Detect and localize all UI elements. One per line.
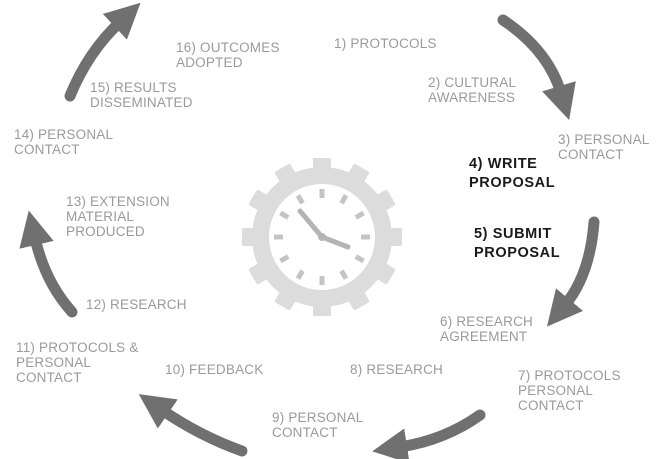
clock-tick (319, 189, 325, 198)
clock-tick (339, 269, 349, 280)
clock-gear-icon (242, 158, 402, 316)
step-label-line: CONTACT (518, 398, 584, 413)
arrow-bottom-right (372, 409, 486, 459)
step-label-line: DISSEMINATED (90, 95, 193, 110)
clock-tick (274, 234, 283, 240)
step-label-line: AGREEMENT (440, 329, 528, 344)
step-label-line: 16) OUTCOMES (176, 40, 280, 55)
step-label-line: 13) EXTENSION (66, 194, 170, 209)
step-label-line: 11) PROTOCOLS & (16, 340, 139, 355)
step-10-feedback: 10) FEEDBACK (165, 362, 263, 377)
step-label-line: 9) PERSONAL (272, 410, 364, 425)
arrow-bottom-left (138, 394, 248, 457)
step-label-line: PROPOSAL (469, 175, 556, 191)
clock-tick (354, 210, 365, 220)
step-label-line: 3) PERSONAL (558, 132, 650, 147)
arrow-right (546, 216, 600, 327)
step-label-line: 14) PERSONAL (14, 127, 114, 142)
clock-tick (339, 194, 349, 205)
step-label-line: 12) RESEARCH (86, 297, 187, 312)
step-label-line: ADOPTED (176, 55, 243, 70)
arrow-left (19, 210, 78, 318)
step-label-line: PERSONAL (16, 355, 92, 370)
step-label-line: 5) SUBMIT (474, 226, 552, 242)
step-label-line: MATERIAL (66, 209, 135, 224)
step-label-line: CONTACT (272, 425, 338, 440)
step-1-protocols: 1) PROTOCOLS (334, 36, 437, 51)
step-label-line: CONTACT (558, 147, 624, 162)
step-4-write-proposal: 4) WRITE PROPOSAL (469, 155, 555, 193)
step-label-line: 7) PROTOCOLS (518, 368, 621, 383)
clock-tick (361, 234, 370, 240)
step-label-line: 8) RESEARCH (350, 362, 443, 377)
clock-tick (319, 276, 325, 285)
clock-tick (295, 269, 305, 280)
step-8-research: 8) RESEARCH (350, 362, 443, 377)
step-label-line: 15) RESULTS (90, 80, 177, 95)
step-label-line: PRODUCED (66, 224, 145, 239)
step-label-line: PERSONAL (518, 383, 594, 398)
arrow-top-left (64, 2, 141, 102)
step-label-line: AWARENESS (428, 90, 516, 105)
step-12-research: 12) RESEARCH (86, 297, 187, 312)
step-label-line: CONTACT (16, 370, 82, 385)
clock-tick (354, 254, 365, 264)
step-label-line: 1) PROTOCOLS (334, 36, 437, 51)
clock-tick (295, 194, 305, 205)
clock-tick (279, 210, 290, 220)
clock-tick (279, 254, 290, 264)
step-label-line: PROPOSAL (474, 245, 561, 261)
step-label-line: CONTACT (14, 142, 80, 157)
step-5-submit-proposal: 5) SUBMIT PROPOSAL (474, 225, 560, 263)
arrow-top-right (497, 14, 576, 120)
step-label-line: 6) RESEARCH (440, 314, 533, 329)
step-label-line: 4) WRITE (469, 156, 538, 172)
step-label-line: 2) CULTURAL (428, 75, 517, 90)
step-label-line: 10) FEEDBACK (165, 362, 264, 377)
